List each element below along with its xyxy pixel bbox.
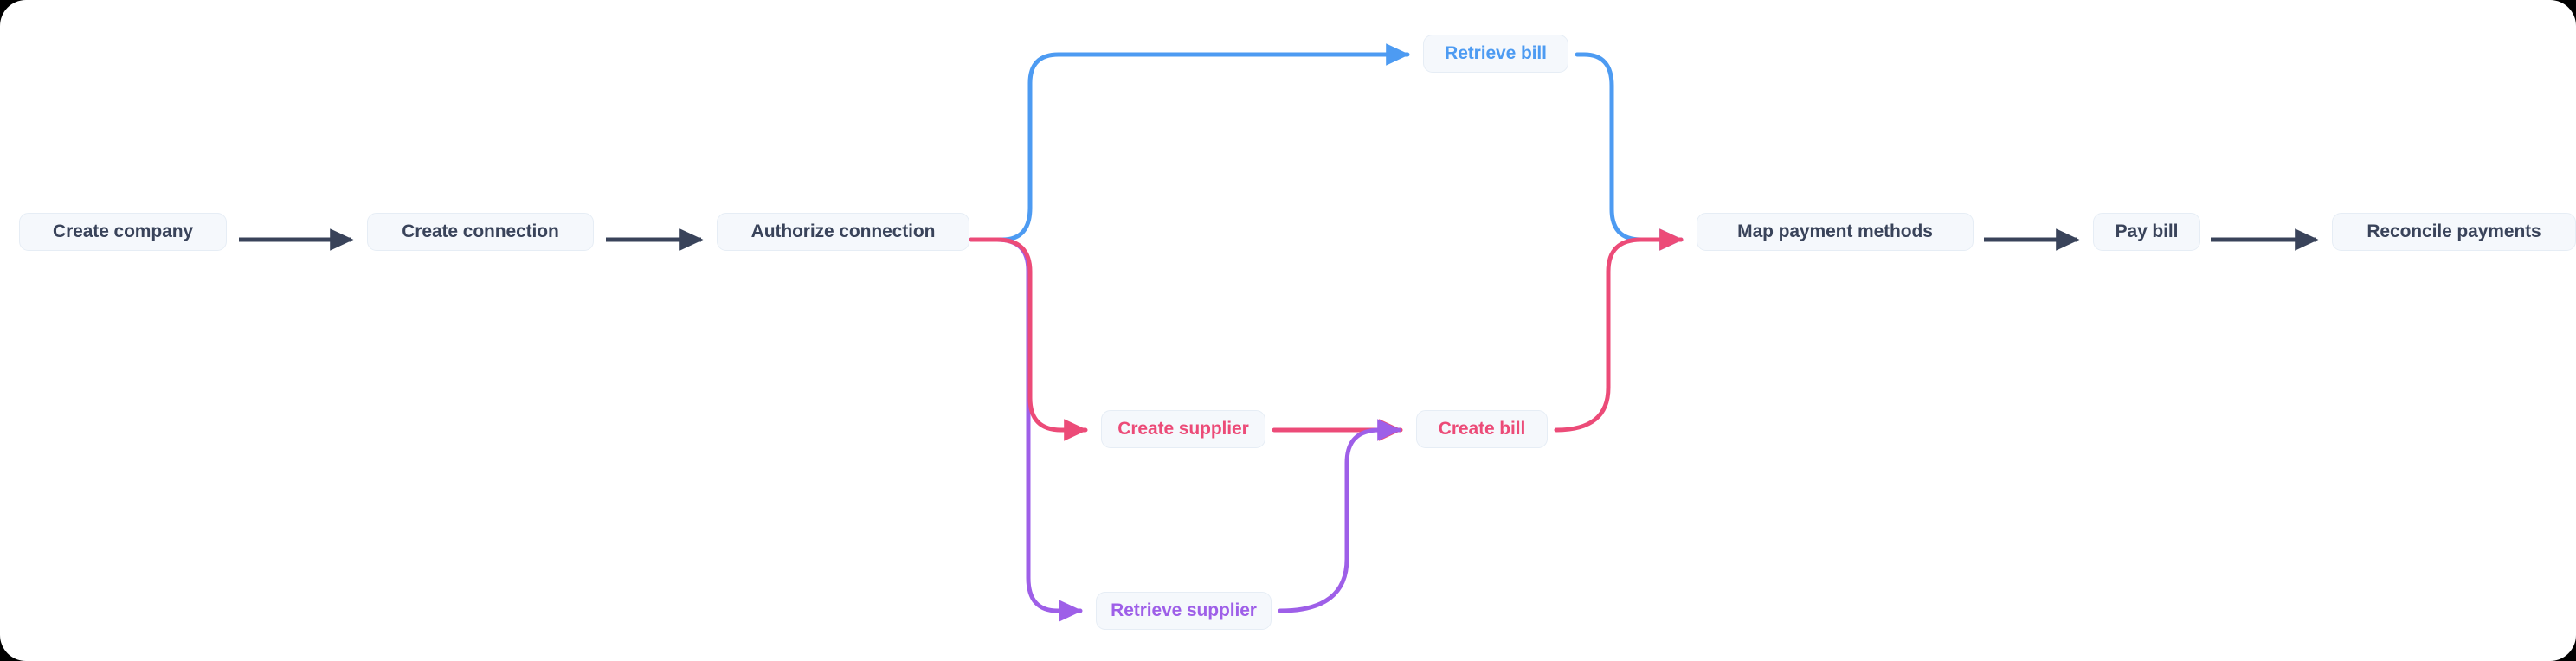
edge-create-bill-to-map-payment-methods [1554,228,1684,433]
edge-authorize-connection-to-retrieve-supplier [969,237,1083,622]
node-create-connection[interactable]: Create connection [367,213,594,251]
node-label: Reconcile payments [2367,221,2541,241]
edge-retrieve-supplier-to-create-bill [1278,419,1401,613]
node-label: Create company [53,221,193,241]
node-label: Retrieve supplier [1111,600,1257,620]
node-reconcile-payments[interactable]: Reconcile payments [2332,213,2576,251]
node-map-payment-methods[interactable]: Map payment methods [1697,213,1974,251]
node-label: Map payment methods [1737,221,1933,241]
node-create-bill[interactable]: Create bill [1416,410,1548,448]
node-retrieve-bill[interactable]: Retrieve bill [1423,35,1568,73]
edge-retrieve-bill-to-map-payment-methods [1575,52,1684,251]
node-retrieve-supplier[interactable]: Retrieve supplier [1096,592,1272,630]
node-create-company[interactable]: Create company [19,213,227,251]
node-label: Retrieve bill [1445,43,1547,63]
node-label: Authorize connection [750,221,936,241]
node-label: Create bill [1438,419,1526,439]
node-pay-bill[interactable]: Pay bill [2093,213,2200,251]
node-label: Pay bill [2115,221,2179,241]
node-label: Create connection [402,221,559,241]
node-label: Create supplier [1117,419,1249,439]
edge-authorize-connection-to-retrieve-bill [969,43,1410,242]
node-authorize-connection[interactable]: Authorize connection [717,213,969,251]
node-create-supplier[interactable]: Create supplier [1101,410,1265,448]
edge-authorize-connection-to-create-supplier [969,237,1088,441]
